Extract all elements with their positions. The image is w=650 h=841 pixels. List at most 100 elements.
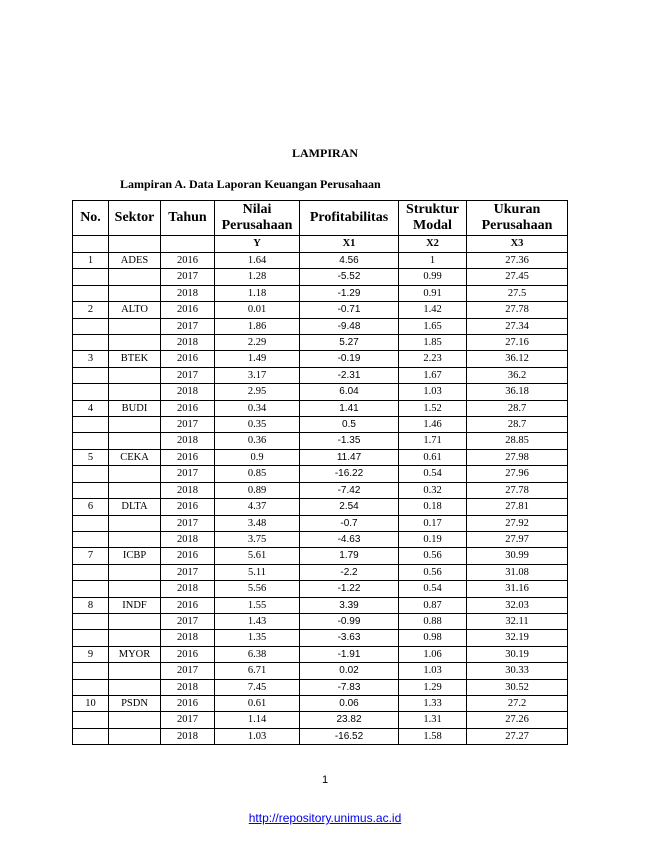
- cell-x2: 1.29: [398, 678, 467, 696]
- cell-no: 8: [72, 596, 109, 614]
- cell-tahun: 2018: [160, 580, 215, 598]
- cell-no: [72, 514, 109, 532]
- cell-x3: 27.98: [466, 448, 568, 467]
- cell-y: 3.17: [214, 366, 300, 385]
- cell-y: 1.03: [214, 727, 300, 746]
- cell-sektor: [108, 612, 161, 631]
- cell-x1: 4.56: [299, 251, 399, 270]
- cell-x1: -2.31: [299, 366, 399, 385]
- cell-no: 2: [72, 301, 109, 319]
- cell-x2: 0.99: [398, 268, 467, 286]
- cell-x3: 27.34: [466, 317, 568, 336]
- cell-x3: 36.2: [466, 366, 568, 385]
- cell-y: 2.29: [214, 334, 300, 352]
- cell-no: 10: [72, 694, 109, 713]
- cell-x3: 27.97: [466, 530, 568, 549]
- cell-tahun: 2016: [160, 645, 215, 664]
- cell-tahun: 2018: [160, 334, 215, 352]
- cell-x1: -16.52: [299, 727, 399, 746]
- cell-y: 7.45: [214, 678, 300, 696]
- cell-y: 1.86: [214, 317, 300, 336]
- cell-no: 5: [72, 448, 109, 467]
- cell-tahun: 2017: [160, 514, 215, 532]
- variable-sektor: [108, 235, 161, 253]
- cell-x2: 1.03: [398, 383, 467, 401]
- cell-x2: 0.98: [398, 629, 467, 647]
- cell-x1: -7.42: [299, 481, 399, 500]
- cell-x2: 0.91: [398, 284, 467, 303]
- cell-x1: 5.27: [299, 334, 399, 352]
- cell-x1: -0.19: [299, 350, 399, 368]
- cell-y: 1.49: [214, 350, 300, 368]
- variable-tahun: [160, 235, 215, 253]
- cell-tahun: 2017: [160, 563, 215, 582]
- cell-x2: 1.46: [398, 416, 467, 434]
- cell-sektor: [108, 383, 161, 401]
- cell-x2: 0.88: [398, 612, 467, 631]
- cell-x3: 27.96: [466, 465, 568, 483]
- cell-y: 5.56: [214, 580, 300, 598]
- cell-x1: -1.22: [299, 580, 399, 598]
- cell-y: 0.9: [214, 448, 300, 467]
- cell-tahun: 2016: [160, 547, 215, 565]
- cell-no: [72, 580, 109, 598]
- cell-x3: 27.5: [466, 284, 568, 303]
- cell-x1: 2.54: [299, 498, 399, 516]
- header-nilai-perusahaan: Nilai Perusahaan: [214, 200, 300, 236]
- cell-y: 3.48: [214, 514, 300, 532]
- cell-x2: 2.23: [398, 350, 467, 368]
- cell-y: 1.14: [214, 711, 300, 729]
- cell-x1: -0.7: [299, 514, 399, 532]
- cell-no: [72, 530, 109, 549]
- cell-no: [72, 383, 109, 401]
- cell-sektor: MYOR: [108, 645, 161, 664]
- table-caption: Lampiran A. Data Laporan Keuangan Perusa…: [120, 177, 381, 191]
- repository-link[interactable]: http://repository.unimus.ac.id: [248, 811, 402, 825]
- cell-x3: 27.26: [466, 711, 568, 729]
- cell-x2: 0.54: [398, 580, 467, 598]
- cell-y: 0.89: [214, 481, 300, 500]
- cell-sektor: ALTO: [108, 301, 161, 319]
- cell-x2: 1.42: [398, 301, 467, 319]
- cell-sektor: DLTA: [108, 498, 161, 516]
- header-ukuran-perusahaan: Ukuran Perusahaan: [466, 200, 568, 236]
- cell-x3: 28.7: [466, 416, 568, 434]
- cell-x2: 0.61: [398, 448, 467, 467]
- cell-no: [72, 268, 109, 286]
- cell-x1: 11.47: [299, 448, 399, 467]
- cell-tahun: 2018: [160, 432, 215, 450]
- cell-x1: 23.82: [299, 711, 399, 729]
- cell-no: [72, 416, 109, 434]
- cell-tahun: 2017: [160, 465, 215, 483]
- cell-x3: 27.78: [466, 481, 568, 500]
- cell-x2: 0.87: [398, 596, 467, 614]
- variable-no: [72, 235, 109, 253]
- cell-x3: 36.12: [466, 350, 568, 368]
- cell-x1: -0.71: [299, 301, 399, 319]
- cell-tahun: 2016: [160, 399, 215, 418]
- cell-no: 3: [72, 350, 109, 368]
- cell-x1: -9.48: [299, 317, 399, 336]
- cell-x1: -16.22: [299, 465, 399, 483]
- cell-x3: 27.78: [466, 301, 568, 319]
- cell-x2: 0.17: [398, 514, 467, 532]
- cell-no: [72, 465, 109, 483]
- cell-x3: 27.81: [466, 498, 568, 516]
- cell-tahun: 2018: [160, 383, 215, 401]
- cell-x2: 1.71: [398, 432, 467, 450]
- cell-tahun: 2017: [160, 662, 215, 680]
- cell-sektor: BTEK: [108, 350, 161, 368]
